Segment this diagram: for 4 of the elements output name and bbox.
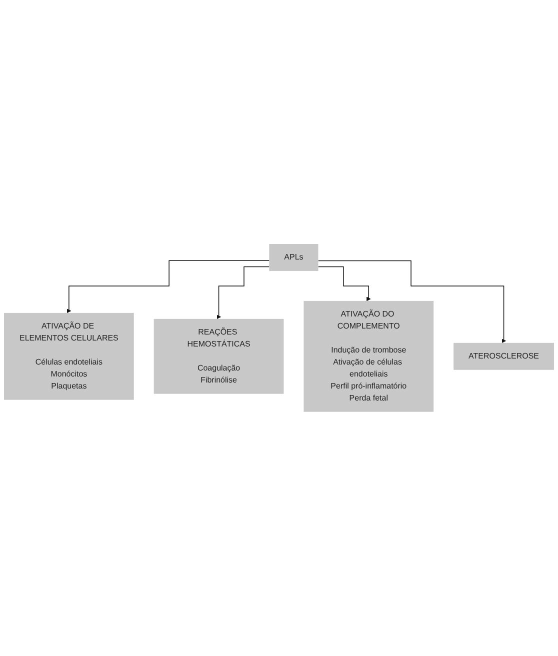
arrow (66, 260, 270, 314)
arrow (318, 266, 371, 302)
arrow (216, 266, 270, 320)
arrow (318, 260, 506, 344)
